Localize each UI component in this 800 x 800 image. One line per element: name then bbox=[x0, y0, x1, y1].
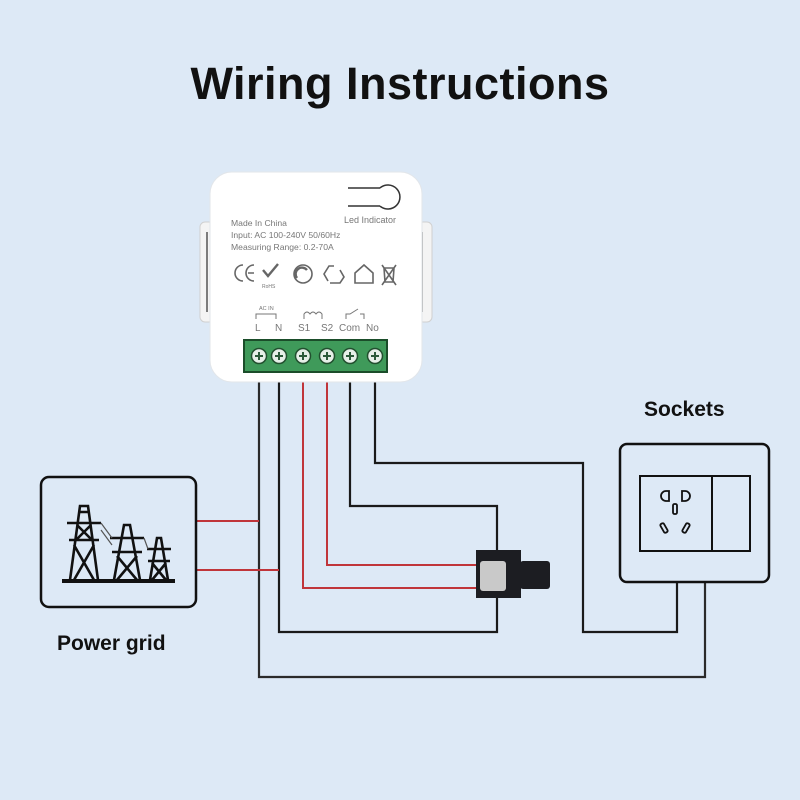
wire-com bbox=[348, 382, 499, 550]
terminal-label-l: L bbox=[255, 323, 261, 334]
recycle-icon bbox=[323, 265, 345, 284]
weee-bin-icon bbox=[381, 264, 397, 286]
terminal-label-s2: S2 bbox=[321, 323, 334, 334]
home-icon bbox=[354, 263, 374, 284]
led-indicator-icon bbox=[348, 184, 401, 210]
led-indicator-label: Led Indicator bbox=[344, 215, 396, 225]
screw-slot-icon bbox=[346, 352, 354, 360]
terminal-label-s1: S1 bbox=[298, 323, 311, 334]
info-line-range: Measuring Range: 0.2-70A bbox=[231, 242, 334, 252]
info-line-input: Input: AC 100-240V 50/60Hz bbox=[231, 230, 340, 240]
rohs-check-icon bbox=[262, 263, 279, 278]
ac-in-label: AC IN bbox=[259, 306, 274, 312]
screw-slot-icon bbox=[299, 352, 307, 360]
ce-mark-icon bbox=[234, 264, 255, 282]
power-grid-box bbox=[39, 475, 198, 609]
wire-s2 bbox=[326, 382, 476, 566]
terminal-label-no: No bbox=[366, 323, 379, 334]
power-grid-label: Power grid bbox=[57, 632, 166, 655]
smart-switch-module: Led Indicator Made In China Input: AC 10… bbox=[199, 171, 433, 383]
sockets-label: Sockets bbox=[644, 398, 725, 421]
wire-s1 bbox=[302, 382, 476, 589]
wire-n bbox=[277, 382, 499, 634]
wire-l bbox=[257, 382, 707, 679]
info-line-made-in: Made In China bbox=[231, 218, 287, 228]
screw-slot-icon bbox=[275, 352, 283, 360]
screw-slot-icon bbox=[371, 352, 379, 360]
rohs-label: RoHS bbox=[262, 284, 276, 290]
socket-panel bbox=[618, 442, 771, 584]
terminal-label-n: N bbox=[275, 323, 282, 334]
transmission-towers-icon bbox=[62, 504, 175, 583]
wall-socket-icon bbox=[659, 490, 691, 534]
page-title: Wiring Instructions bbox=[190, 58, 610, 109]
current-clamp bbox=[476, 550, 550, 598]
wire-no bbox=[373, 382, 679, 634]
screw-slot-icon bbox=[323, 352, 331, 360]
current-clamp-icon bbox=[480, 561, 506, 591]
terminal-label-com: Com bbox=[339, 323, 360, 334]
wires bbox=[196, 382, 707, 679]
terminal-block bbox=[245, 341, 386, 371]
green-dot-icon bbox=[293, 264, 313, 284]
screw-slot-icon bbox=[255, 352, 263, 360]
